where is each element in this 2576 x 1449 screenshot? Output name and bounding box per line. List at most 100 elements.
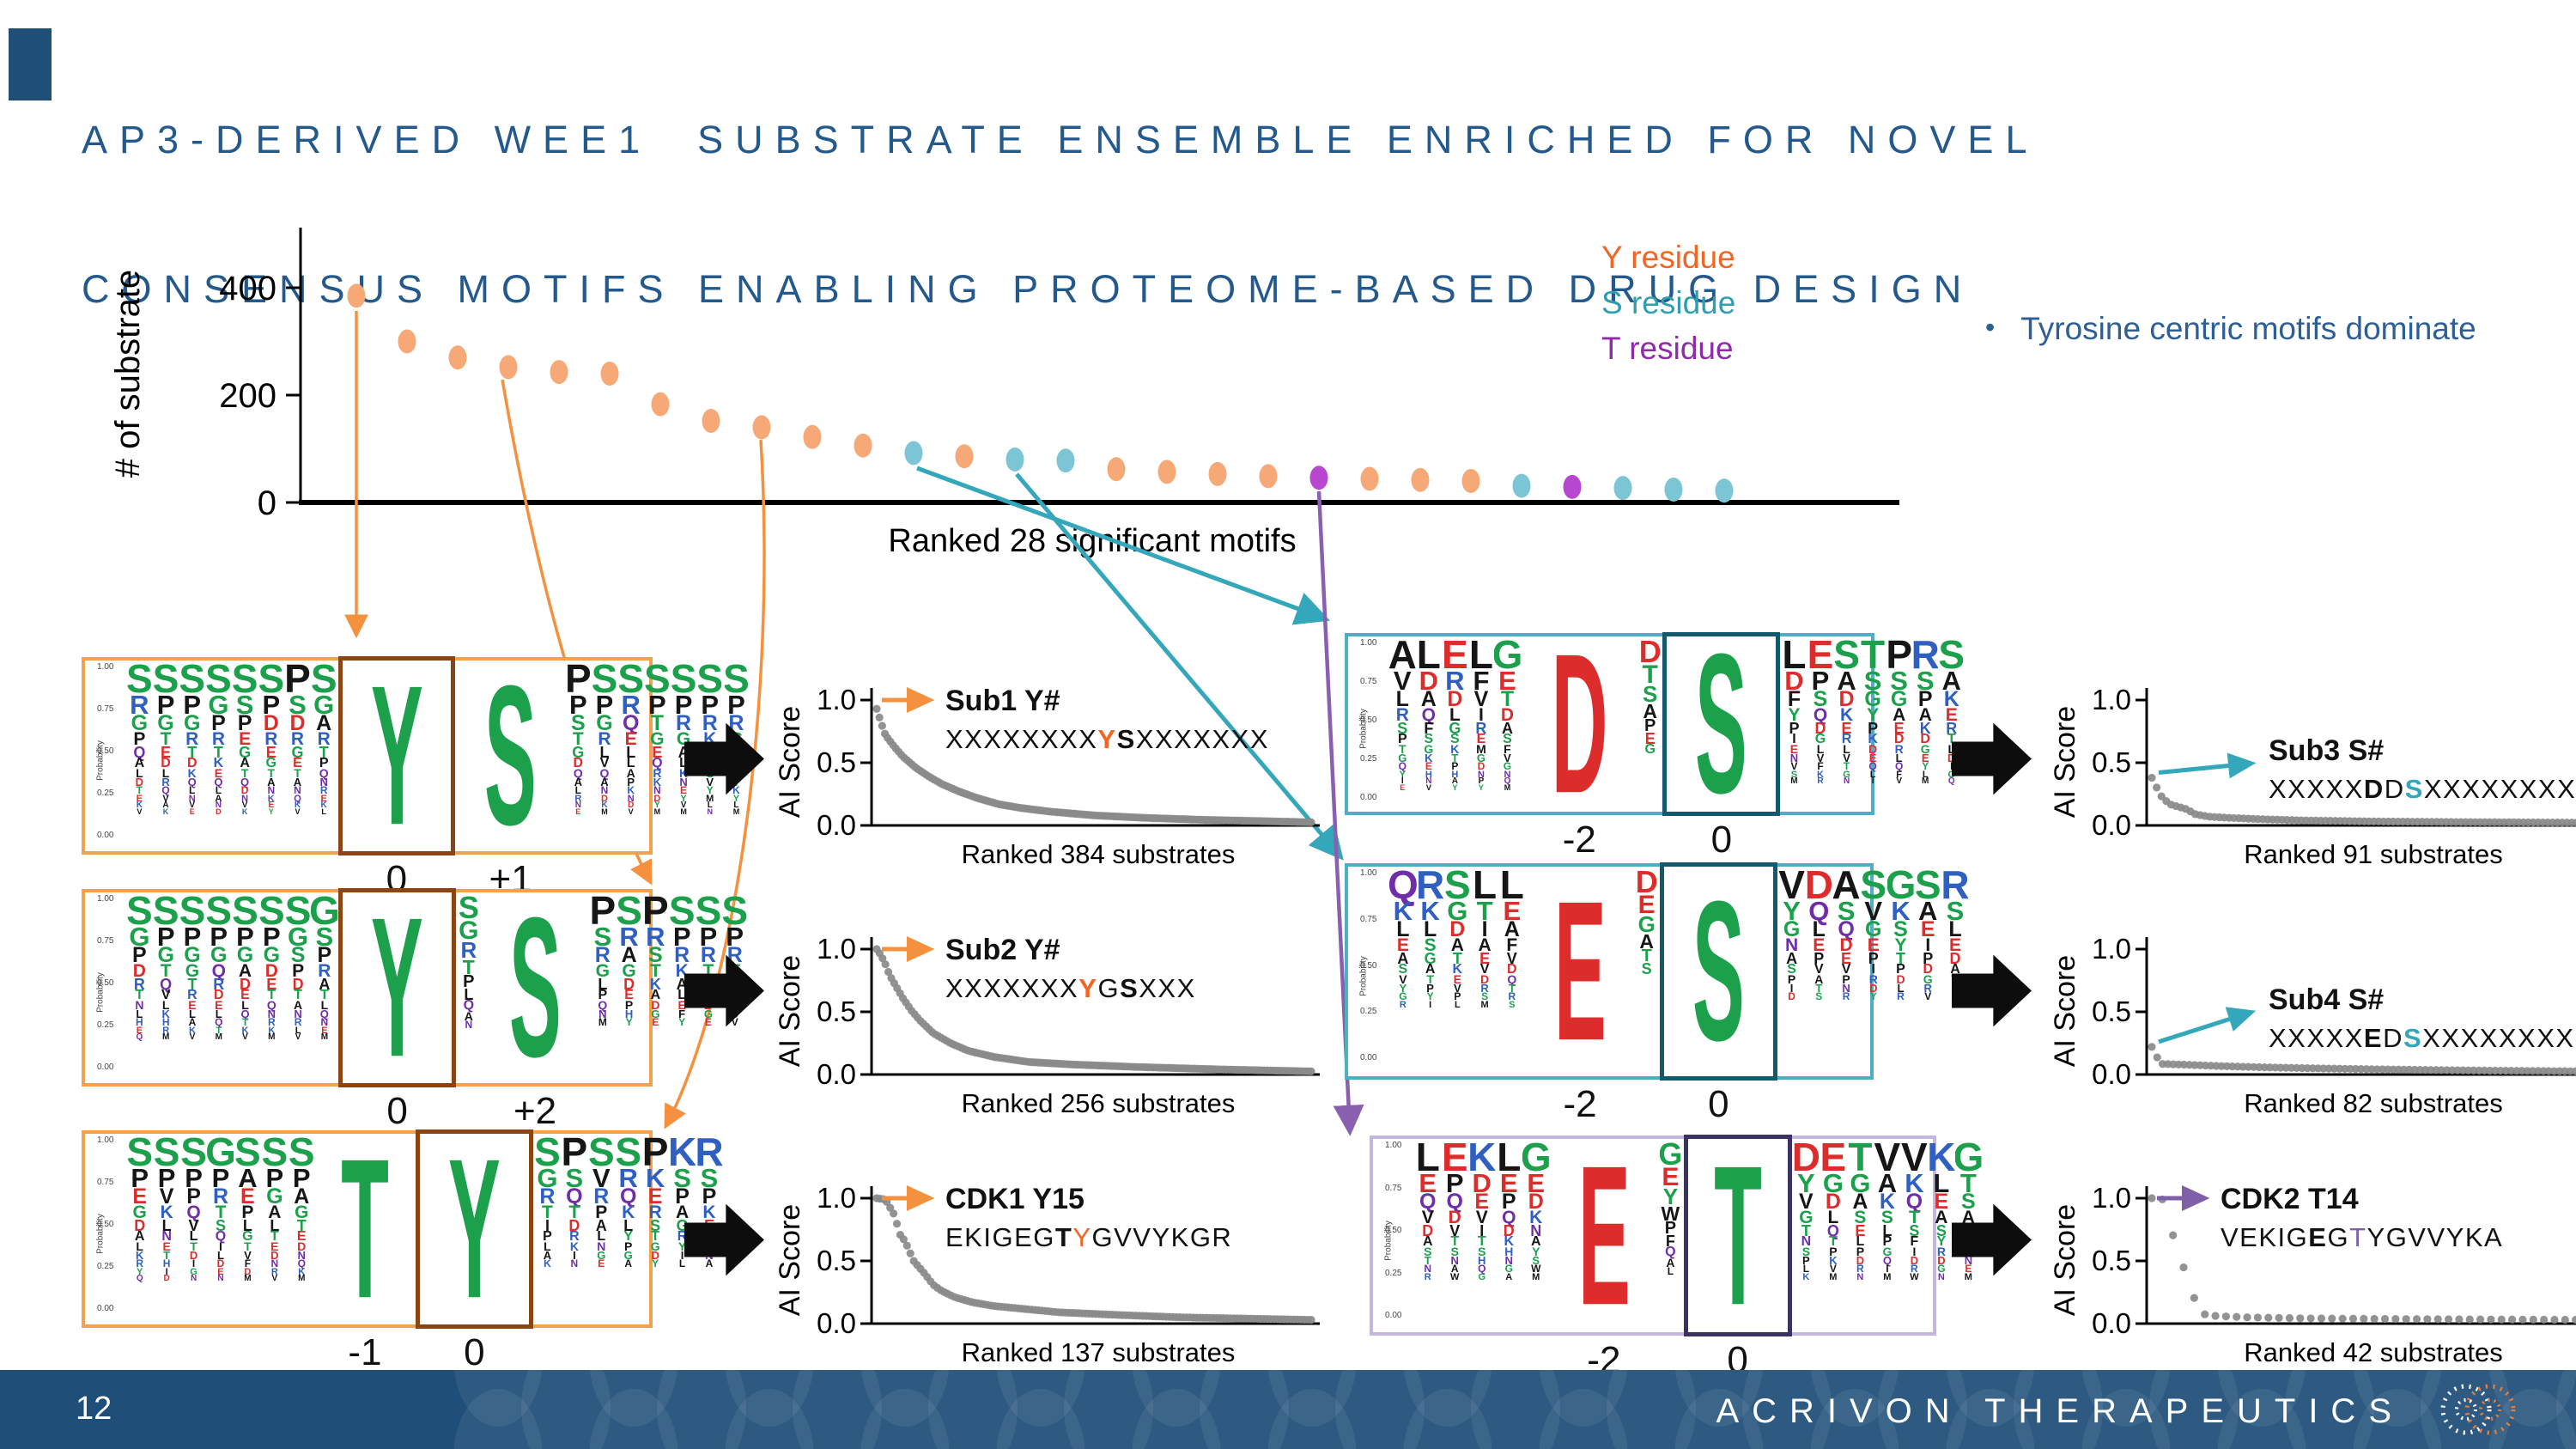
svg-text:XXXXXDDSXXXXXXXX: XXXXXDDSXXXXXXXX	[2269, 774, 2576, 804]
svg-text:1.0: 1.0	[2092, 684, 2131, 715]
highlight-letter: E	[1577, 1124, 1631, 1347]
highlight-letter: S	[508, 876, 562, 1099]
svg-text:0.5: 0.5	[2092, 995, 2131, 1027]
svg-text:AI Score: AI Score	[2052, 955, 2081, 1067]
highlight-letter: D	[1551, 612, 1608, 836]
svg-text:1.0: 1.0	[2092, 1182, 2131, 1214]
highlight-box: Y	[416, 1129, 533, 1329]
svg-text:XXXXXEDSXXXXXXXX: XXXXXEDSXXXXXXXX	[2269, 1023, 2575, 1053]
scatter-point	[1360, 466, 1379, 491]
scatter-point	[904, 441, 923, 466]
scatter-point	[1005, 447, 1024, 472]
scatter-point	[499, 355, 518, 380]
highlight-box: S	[1659, 862, 1777, 1081]
position-label: +2	[513, 1090, 557, 1132]
highlight-box: Y	[338, 888, 456, 1087]
scatter-point	[955, 444, 974, 469]
svg-text:0.5: 0.5	[817, 995, 856, 1027]
scatter-point	[1461, 469, 1480, 493]
svg-text:S residue: S residue	[1601, 285, 1735, 320]
slide-title: AP3-DERIVED WEE1 SUBSTRATE ENSEMBLE ENRI…	[82, 15, 2038, 414]
svg-text:T residue: T residue	[1601, 331, 1734, 366]
scatter-point	[1512, 473, 1531, 498]
highlight-letter: E	[1553, 860, 1607, 1083]
scatter-point	[702, 409, 720, 433]
svg-text:CDK1 Y15: CDK1 Y15	[945, 1183, 1084, 1215]
svg-text:1.0: 1.0	[817, 1182, 856, 1214]
svg-text:Ranked 91 substrates: Ranked 91 substrates	[2244, 839, 2503, 869]
title-line-2: CONSENSUS MOTIFS ENABLING PROTEOME-BASED…	[82, 267, 1974, 311]
scatter-point	[448, 345, 467, 370]
scatter-point	[347, 283, 366, 308]
svg-text:Ranked 28 significant motifs: Ranked 28 significant motifs	[888, 523, 1296, 559]
position-label: -2	[1562, 819, 1596, 861]
svg-text:Sub3 S#: Sub3 S#	[2269, 734, 2384, 767]
svg-text:0: 0	[258, 484, 276, 522]
bullet-marker: •	[1985, 312, 1996, 343]
scatter-point	[398, 329, 416, 354]
svg-text:0.0: 0.0	[817, 1307, 856, 1339]
position-label: 0	[386, 1090, 408, 1132]
company-name: ACRIVON THERAPEUTICS	[1716, 1392, 2404, 1430]
svg-text:1.0: 1.0	[2092, 933, 2131, 965]
key-insight-bullet: •Tyrosine centric motifs dominate	[1985, 311, 2476, 347]
svg-text:# of substrate: # of substrate	[109, 270, 147, 478]
svg-text:CDK2 T14: CDK2 T14	[2221, 1183, 2359, 1215]
svg-text:VEKIGEGTYGVVYKA: VEKIGEGTYGVVYKA	[2221, 1222, 2503, 1252]
svg-text:EKIGEGTYGVVYKGR: EKIGEGTYGVVYKGR	[945, 1222, 1232, 1252]
scatter-point	[1208, 461, 1227, 486]
highlight-letter: S	[484, 644, 538, 868]
highlight-box: T	[1683, 1135, 1792, 1336]
svg-text:Ranked 384 substrates: Ranked 384 substrates	[962, 839, 1236, 869]
scatter-point	[1157, 460, 1176, 484]
scatter-point	[1309, 466, 1328, 490]
title-accent-bar	[9, 28, 52, 100]
svg-text:0.5: 0.5	[2092, 1245, 2131, 1276]
position-label: -2	[1563, 1083, 1597, 1125]
scatter-point	[1563, 474, 1582, 499]
scatter-point	[803, 424, 822, 449]
svg-text:Sub2 Y#: Sub2 Y#	[945, 934, 1060, 966]
svg-text:0.0: 0.0	[2092, 1058, 2131, 1090]
scatter-point	[1715, 478, 1734, 503]
scatter-point	[752, 415, 771, 440]
svg-text:0.0: 0.0	[817, 809, 856, 841]
title-line-1: AP3-DERIVED WEE1 SUBSTRATE ENSEMBLE ENRI…	[82, 118, 2039, 161]
svg-text:0.0: 0.0	[2092, 1307, 2131, 1339]
svg-text:AI Score: AI Score	[777, 955, 806, 1067]
scatter-point	[1664, 478, 1683, 502]
highlight-box: Y	[337, 656, 456, 855]
svg-text:XXXXXXXYGSXXX: XXXXXXXYGSXXX	[945, 973, 1196, 1003]
svg-text:AI Score: AI Score	[2052, 706, 2081, 818]
svg-text:XXXXXXXXYSXXXXXXX: XXXXXXXXYSXXXXXXX	[945, 724, 1269, 754]
svg-text:0.5: 0.5	[817, 746, 856, 778]
scatter-point	[550, 360, 568, 385]
position-label: 0	[1708, 1083, 1729, 1125]
svg-text:Ranked 42 substrates: Ranked 42 substrates	[2244, 1337, 2503, 1367]
scatter-point	[854, 433, 872, 458]
position-label: -1	[348, 1331, 382, 1373]
scatter-point	[1411, 467, 1430, 492]
svg-text:1.0: 1.0	[817, 684, 856, 715]
scatter-point	[1259, 464, 1278, 489]
